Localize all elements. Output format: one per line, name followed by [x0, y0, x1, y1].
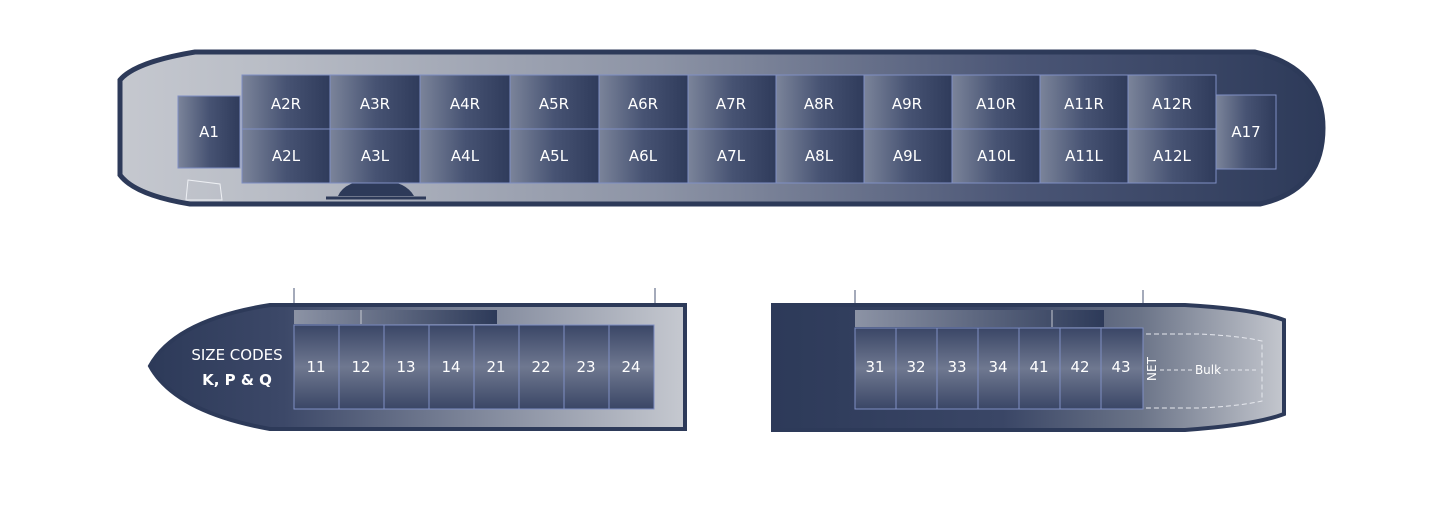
position-a10l-label: A10L	[977, 147, 1015, 165]
position-a4r[interactable]	[419, 74, 511, 130]
position-32[interactable]	[895, 327, 938, 410]
position-22-label: 22	[531, 358, 550, 376]
bulk-label: Bulk	[1195, 363, 1221, 377]
position-a11l[interactable]	[1039, 128, 1129, 184]
position-a9l-label: A9L	[893, 147, 922, 165]
position-a3l-label: A3L	[361, 147, 390, 165]
position-a6r[interactable]	[598, 74, 689, 130]
size-codes-line1: SIZE CODES	[191, 346, 282, 364]
position-23-label: 23	[576, 358, 595, 376]
position-a1[interactable]	[177, 95, 241, 169]
position-12[interactable]	[338, 324, 385, 410]
forward-hold-top-bar	[294, 310, 497, 324]
main-deck-door-mark	[185, 179, 223, 201]
position-a2l-label: A2L	[272, 147, 301, 165]
position-41-label: 41	[1029, 358, 1048, 376]
size-codes-line2: K, P & Q	[202, 371, 272, 389]
position-13-label: 13	[396, 358, 415, 376]
position-a6l[interactable]	[598, 128, 689, 184]
position-24-label: 24	[621, 358, 640, 376]
position-a6r-label: A6R	[628, 95, 658, 113]
position-a5r-label: A5R	[539, 95, 569, 113]
position-a9l[interactable]	[863, 128, 953, 184]
position-a10l[interactable]	[951, 128, 1041, 184]
position-a9r[interactable]	[863, 74, 953, 130]
position-a12l[interactable]	[1127, 128, 1217, 184]
aft-hold-position-grid: 31 32 33 34 41 42 43	[854, 327, 1144, 410]
main-deck: A1 A2R A3R A4R	[117, 49, 1326, 207]
position-a12r-label: A12R	[1152, 95, 1192, 113]
position-a10r-label: A10R	[976, 95, 1016, 113]
aft-hold: 31 32 33 34 41 42 43 NET Bulk	[771, 290, 1286, 432]
bulk-area-outline	[1146, 333, 1263, 409]
position-43[interactable]	[1100, 327, 1144, 410]
position-21[interactable]	[473, 324, 520, 410]
position-41[interactable]	[1018, 327, 1061, 410]
position-14-label: 14	[441, 358, 460, 376]
forward-hold: SIZE CODES K, P & Q 11 12 13 14 21 22 23…	[147, 288, 687, 431]
forward-hold-position-grid: 11 12 13 14 21 22 23 24	[293, 324, 655, 410]
position-33-label: 33	[947, 358, 966, 376]
position-a8l[interactable]	[775, 128, 865, 184]
position-11-label: 11	[306, 358, 325, 376]
position-a7r-label: A7R	[716, 95, 746, 113]
position-a2r[interactable]	[241, 74, 331, 130]
position-32-label: 32	[906, 358, 925, 376]
position-42[interactable]	[1059, 327, 1102, 410]
position-a4l[interactable]	[419, 128, 511, 184]
main-deck-hatch	[338, 180, 414, 196]
position-34-label: 34	[988, 358, 1007, 376]
position-23[interactable]	[563, 324, 610, 410]
position-a17[interactable]	[1215, 94, 1277, 170]
position-24[interactable]	[608, 324, 655, 410]
position-a12l-label: A12L	[1153, 147, 1191, 165]
position-a4l-label: A4L	[451, 147, 480, 165]
position-a1-label: A1	[199, 123, 219, 141]
position-a2l[interactable]	[241, 128, 331, 184]
position-a5l-label: A5L	[540, 147, 569, 165]
net-label: NET	[1145, 356, 1159, 381]
position-34[interactable]	[977, 327, 1020, 410]
position-43-label: 43	[1111, 358, 1130, 376]
position-12-label: 12	[351, 358, 370, 376]
position-21-label: 21	[486, 358, 505, 376]
position-a2r-label: A2R	[271, 95, 301, 113]
position-a7l[interactable]	[687, 128, 777, 184]
position-a17-label: A17	[1231, 123, 1260, 141]
main-deck-position-grid: A2R A3R A4R A5R A6R A7R A8R A9R A10R A11…	[241, 74, 1217, 184]
position-a9r-label: A9R	[892, 95, 922, 113]
position-a6l-label: A6L	[629, 147, 658, 165]
position-a4r-label: A4R	[450, 95, 480, 113]
position-a8r-label: A8R	[804, 95, 834, 113]
position-13[interactable]	[383, 324, 430, 410]
position-42-label: 42	[1070, 358, 1089, 376]
position-a8l-label: A8L	[805, 147, 834, 165]
position-a11r-label: A11R	[1064, 95, 1104, 113]
position-31-label: 31	[865, 358, 884, 376]
position-a11r[interactable]	[1039, 74, 1129, 130]
position-a7r[interactable]	[687, 74, 777, 130]
position-a3l[interactable]	[329, 128, 421, 184]
aft-hold-top-bar	[855, 310, 1104, 327]
position-22[interactable]	[518, 324, 565, 410]
position-a8r[interactable]	[775, 74, 865, 130]
position-a7l-label: A7L	[717, 147, 746, 165]
position-a12r[interactable]	[1127, 74, 1217, 130]
position-33[interactable]	[936, 327, 979, 410]
position-a3r-label: A3R	[360, 95, 390, 113]
position-a5l[interactable]	[509, 128, 600, 184]
position-a11l-label: A11L	[1065, 147, 1103, 165]
